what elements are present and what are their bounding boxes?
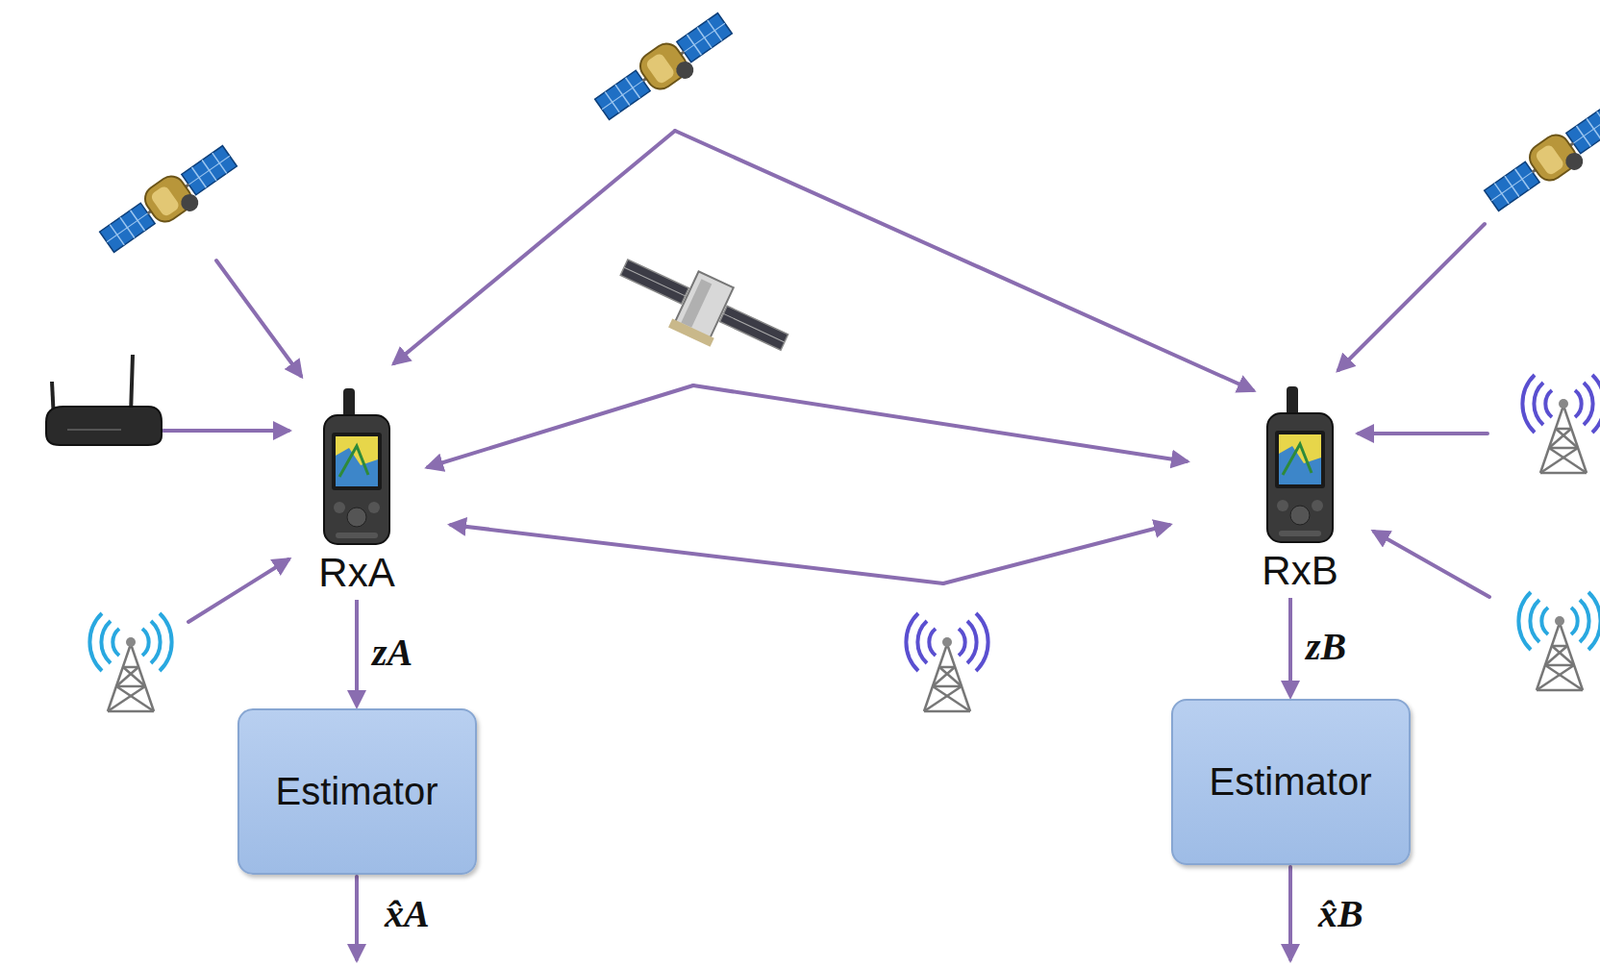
signal-label: zB xyxy=(1303,624,1349,670)
broadcast-tower xyxy=(905,613,988,712)
cell-tower xyxy=(89,613,172,712)
gnss-satellite xyxy=(591,7,740,129)
gnss-satellite xyxy=(1480,99,1600,221)
estimator-box: Estimator xyxy=(1171,699,1411,866)
receiver-icon xyxy=(1256,382,1344,545)
wifi-router xyxy=(46,354,162,446)
estimate-label: x̂B xyxy=(1316,891,1366,937)
gnss-satellite xyxy=(96,140,245,262)
cell-tower xyxy=(1518,592,1600,691)
receiver-device: RxB xyxy=(1242,382,1358,595)
broadcast-tower xyxy=(1522,375,1600,474)
receiver-icon xyxy=(313,384,400,547)
signal-label: zA xyxy=(370,629,415,675)
receiver-label: RxB xyxy=(1261,548,1338,595)
leo-satellite xyxy=(608,242,797,375)
receiver-device: RxA xyxy=(299,384,415,597)
receiver-label: RxA xyxy=(318,550,395,597)
estimate-label: x̂A xyxy=(382,891,432,937)
signal-connector xyxy=(354,600,359,706)
signal-connector xyxy=(1288,598,1293,697)
estimator-box: Estimator xyxy=(237,708,477,875)
block-label: Estimator xyxy=(1209,760,1373,804)
block-label: Estimator xyxy=(275,770,439,814)
signal-arrows xyxy=(163,130,1490,960)
